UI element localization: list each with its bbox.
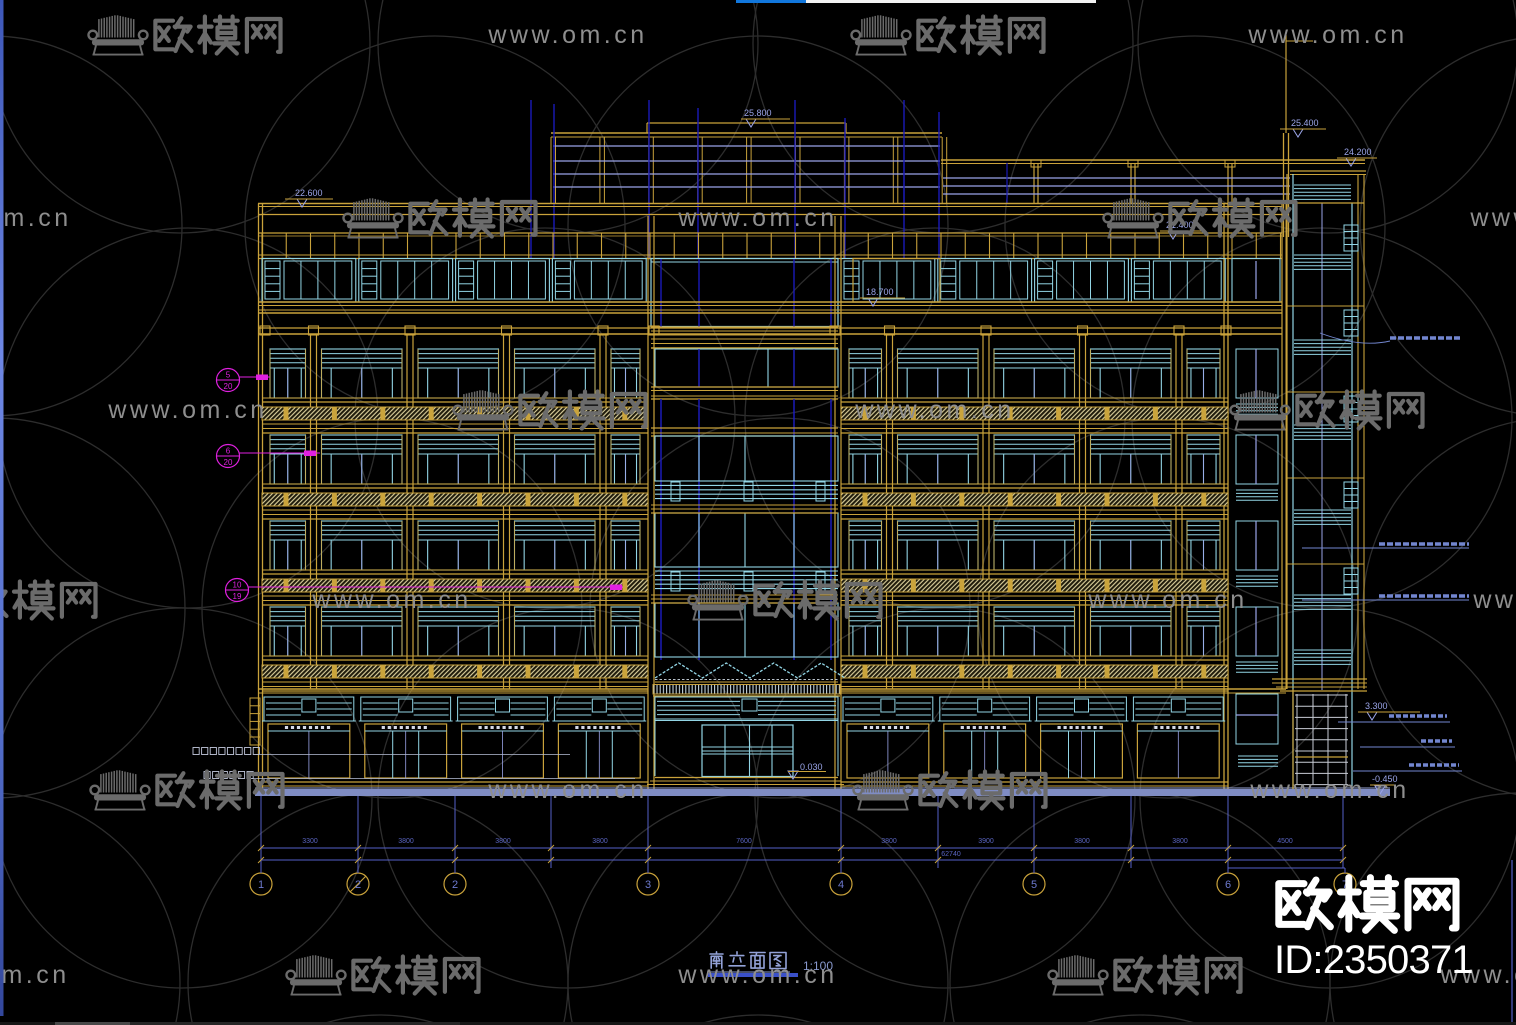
svg-text:7600: 7600 xyxy=(736,838,752,845)
svg-text:3300: 3300 xyxy=(302,838,318,845)
svg-text:www.om.cn: www.om.cn xyxy=(107,396,267,424)
svg-text:3800: 3800 xyxy=(398,838,414,845)
svg-text:4: 4 xyxy=(838,879,844,891)
svg-text:3800: 3800 xyxy=(881,838,897,845)
svg-text:www.om.cn: www.om.cn xyxy=(0,961,70,989)
svg-text:7: 7 xyxy=(1342,879,1348,891)
svg-text:3800: 3800 xyxy=(1074,838,1090,845)
svg-text:ID:2350371: ID:2350371 xyxy=(1274,938,1473,982)
svg-text:22.600: 22.600 xyxy=(295,188,323,198)
svg-text:www.om.cn: www.om.cn xyxy=(311,586,471,614)
svg-text:20: 20 xyxy=(224,382,233,391)
svg-text:25.400: 25.400 xyxy=(1291,118,1319,128)
svg-text:18.700: 18.700 xyxy=(866,287,894,297)
svg-text:3: 3 xyxy=(645,879,651,891)
svg-text:1:100: 1:100 xyxy=(803,959,833,973)
svg-text:www.om.cn: www.om.cn xyxy=(1247,21,1407,49)
svg-text:6: 6 xyxy=(1225,879,1231,891)
svg-text:-0.450: -0.450 xyxy=(1372,774,1398,784)
svg-text:3800: 3800 xyxy=(592,838,608,845)
svg-text:3.300: 3.300 xyxy=(1365,701,1388,711)
svg-text:3800: 3800 xyxy=(495,838,511,845)
svg-text:www.om.cn: www.om.cn xyxy=(1249,776,1409,804)
svg-text:2: 2 xyxy=(452,879,458,891)
svg-text:3900: 3900 xyxy=(978,838,994,845)
svg-text:www.om.cn: www.om.cn xyxy=(1472,586,1516,614)
svg-text:www.om.cn: www.om.cn xyxy=(1469,204,1516,232)
svg-text:62740: 62740 xyxy=(941,851,961,858)
svg-text:www.om.cn: www.om.cn xyxy=(677,961,837,989)
svg-text:20: 20 xyxy=(224,458,233,467)
svg-text:3800: 3800 xyxy=(1172,838,1188,845)
svg-text:www.om.cn: www.om.cn xyxy=(487,21,647,49)
svg-text:25.800: 25.800 xyxy=(744,108,772,118)
svg-text:2: 2 xyxy=(355,879,361,891)
svg-text:www.om.cn: www.om.cn xyxy=(854,396,1014,424)
svg-text:www.om.cn: www.om.cn xyxy=(1439,961,1516,989)
svg-text:www.om.cn: www.om.cn xyxy=(0,204,72,232)
svg-text:21.400: 21.400 xyxy=(1166,220,1194,230)
svg-text:4500: 4500 xyxy=(1277,838,1293,845)
svg-text:1: 1 xyxy=(258,879,264,891)
svg-text:5: 5 xyxy=(226,371,231,380)
svg-text:www.om.cn: www.om.cn xyxy=(1087,586,1247,614)
svg-text:24.200: 24.200 xyxy=(1344,147,1372,157)
svg-text:www.om.cn: www.om.cn xyxy=(677,204,837,232)
svg-text:www.om.cn: www.om.cn xyxy=(487,776,647,804)
svg-text:19: 19 xyxy=(233,592,242,601)
svg-text:6: 6 xyxy=(226,447,231,456)
svg-text:0.030: 0.030 xyxy=(800,762,823,772)
svg-text:10: 10 xyxy=(233,581,242,590)
svg-text:5: 5 xyxy=(1031,879,1037,891)
